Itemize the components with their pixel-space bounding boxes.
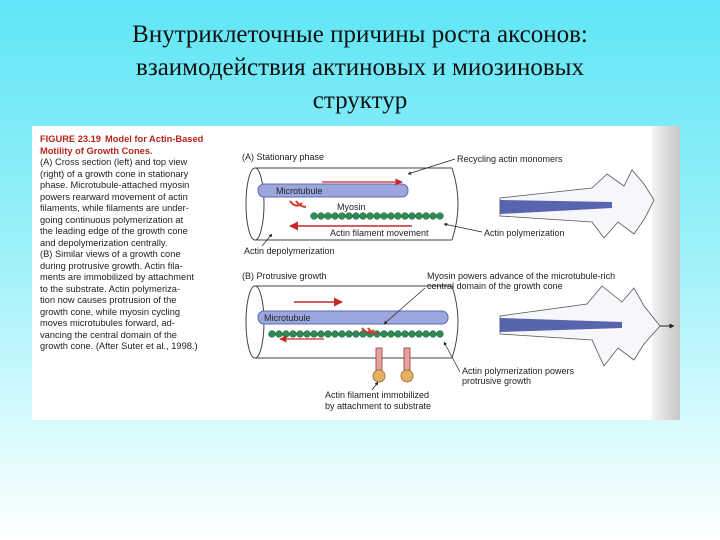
caption-line: vancing the central domain of the: [40, 329, 177, 340]
actin-bead: [422, 330, 430, 338]
actin-bead: [331, 330, 339, 338]
panel-b-growth-cone-topview: [499, 285, 675, 367]
figure-heading: Model for Actin-Based Motility of Growth…: [40, 134, 204, 156]
actin-bead: [415, 330, 423, 338]
caption-line: growth cone. (After Suter et al., 1998.): [40, 341, 198, 351]
figure-number: FIGURE 23.19: [40, 134, 101, 144]
actin-bead: [338, 212, 346, 220]
actin-bead: [268, 330, 276, 338]
actin-bead: [436, 330, 444, 338]
panel-a-microtubule: Microtubule: [257, 183, 409, 198]
panel-b-microtubule: Microtubule: [257, 310, 449, 325]
title-line-1: Внутриклеточные причины роста аксонов:: [132, 21, 588, 48]
label-filament-movement: Actin filament movement: [330, 228, 429, 238]
actin-bead: [387, 330, 395, 338]
panel-a-actin-filament: [310, 212, 444, 220]
actin-bead: [289, 330, 297, 338]
actin-bead: [408, 212, 416, 220]
actin-bead: [296, 330, 304, 338]
caption-line: (B) Similar views of a growth cone: [40, 249, 181, 259]
title-line-2: взаимодействия актиновых и миозиновых: [136, 54, 584, 81]
label-myosin-powers-2: central domain of the growth cone: [427, 281, 563, 291]
label-recycling: Recycling actin monomers: [457, 154, 563, 164]
panel-a-microtubule-label: Microtubule: [276, 186, 323, 196]
label-actin-powers-1: Actin polymerization powers: [462, 366, 575, 376]
slide-title: Внутриклеточные причины роста аксонов: в…: [60, 18, 660, 117]
actin-bead: [331, 212, 339, 220]
actin-bead: [317, 212, 325, 220]
caption-line: growth cone, while myosin cycling: [40, 306, 181, 317]
actin-bead: [401, 212, 409, 220]
actin-bead: [436, 212, 444, 220]
actin-bead: [380, 212, 388, 220]
book-page-edge: [652, 126, 680, 420]
actin-bead: [373, 212, 381, 220]
label-actin-powers-2: protrusive growth: [462, 376, 531, 386]
actin-bead: [338, 330, 346, 338]
caption-line: powers rearward movement of actin: [40, 191, 188, 202]
label-immobilized-1: Actin filament immobilized: [325, 390, 429, 400]
growth-cone-diagram: (A) Stationary phase Microtubule Recycli…: [242, 152, 675, 411]
actin-bead: [415, 212, 423, 220]
caption-line: during protrusive growth. Actin fila-: [40, 260, 183, 271]
label-immobilized-2: by attachment to substrate: [325, 401, 431, 411]
caption-body: (A) Cross section (left) and top view(ri…: [40, 157, 236, 353]
actin-bead: [317, 330, 325, 338]
caption-line: the leading edge of the growth cone: [40, 226, 188, 236]
panel-b-substrate-anchors: [372, 347, 414, 383]
actin-bead: [303, 330, 311, 338]
panel-a-growth-cone-tube: [245, 167, 459, 241]
panel-a-myosin: [289, 200, 307, 208]
actin-bead: [408, 330, 416, 338]
actin-bead: [324, 212, 332, 220]
label-myosin-powers-1: Myosin powers advance of the microtubule…: [427, 271, 615, 281]
actin-bead: [352, 330, 360, 338]
actin-bead: [324, 330, 332, 338]
actin-bead: [345, 330, 353, 338]
caption-line: to the substrate. Actin polymeriza-: [40, 283, 181, 294]
actin-bead: [401, 330, 409, 338]
actin-bead: [310, 212, 318, 220]
caption-line: moves microtubules forward, ad-: [40, 318, 175, 328]
panel-b-growth-cone-tube: [245, 285, 459, 359]
panel-b-myosin: [361, 327, 379, 335]
actin-bead: [394, 330, 402, 338]
actin-bead: [380, 330, 388, 338]
actin-bead: [352, 212, 360, 220]
actin-bead: [359, 212, 367, 220]
actin-bead: [429, 330, 437, 338]
label-polymerization: Actin polymerization: [484, 228, 565, 238]
panel-a-growth-cone-topview: [499, 169, 655, 239]
actin-bead: [282, 330, 290, 338]
actin-bead: [429, 212, 437, 220]
actin-bead: [345, 212, 353, 220]
label-myosin-a: Myosin: [337, 202, 366, 212]
caption-line: phase. Microtubule-attached myosin: [40, 180, 190, 190]
actin-bead: [394, 212, 402, 220]
actin-bead: [387, 212, 395, 220]
caption-line: and depolymerization centrally.: [40, 237, 168, 248]
caption-line: tion now causes protrusion of the: [40, 295, 177, 305]
panel-b-heading: (B) Protrusive growth: [242, 271, 327, 281]
panel-a-heading: (A) Stationary phase: [242, 152, 324, 162]
title-line-3: структур: [312, 87, 408, 114]
actin-bead: [275, 330, 283, 338]
label-depolymerization: Actin depolymerization: [244, 246, 335, 256]
actin-bead: [422, 212, 430, 220]
actin-bead: [310, 330, 318, 338]
actin-bead: [366, 212, 374, 220]
caption-line: (right) of a growth cone in stationary: [40, 168, 189, 179]
panel-b-actin-filament: [268, 330, 444, 338]
caption-line: (A) Cross section (left) and top view: [40, 157, 188, 167]
panel-b-microtubule-label: Microtubule: [264, 313, 311, 323]
caption-line: filaments, while filaments are under-: [40, 203, 189, 213]
caption-line: ments are immobilized by attachment: [40, 272, 194, 282]
caption-line: going continuous polymerization at: [40, 214, 184, 225]
